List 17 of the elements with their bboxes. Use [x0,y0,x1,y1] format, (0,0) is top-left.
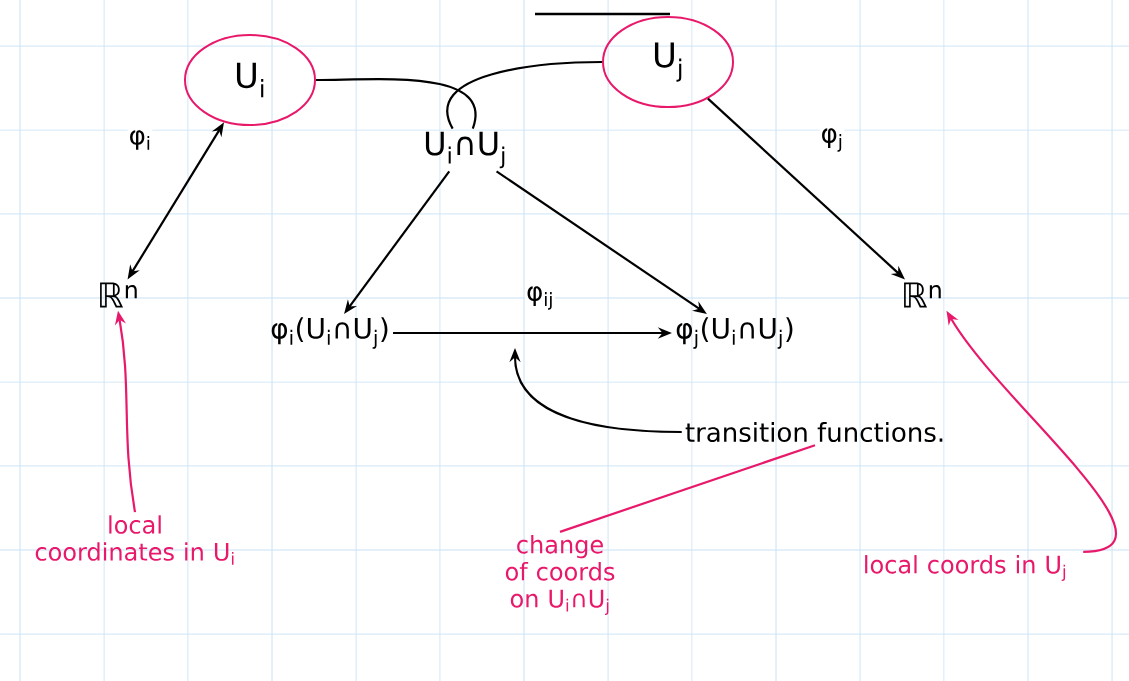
edge-label: φ$_{i}$ [127,129,153,151]
math-label: ℝ$^{n}$ [100,282,137,308]
annotation-note: local coordinates in U$_{i}$ [35,515,234,565]
note: transition functions. [685,421,943,443]
annotation-note: change of coords on U$_{i}$∩U$_{j}$ [505,535,615,615]
connector-line [559,444,816,533]
circled-set: U$_{i}$ [184,34,316,126]
connector-line [446,60,603,129]
math-label: φ$_{j}$(U$_{i}$∩U$_{j}$) [676,317,793,349]
connector-line [316,78,477,129]
circled-set: U$_{j}$ [602,16,734,108]
math-label: U$_{i}$∩U$_{j}$ [425,131,505,169]
math-label: ℝ$^{n}$ [904,282,941,308]
math-label: φ$_{i}$(U$_{i}$∩U$_{j}$) [271,317,388,349]
edge-label: φ$_{j}$ [819,127,845,153]
annotation-note: local coords in U$_{j}$ [865,555,1066,581]
edge-label: φ$_{ij}$ [525,285,555,311]
